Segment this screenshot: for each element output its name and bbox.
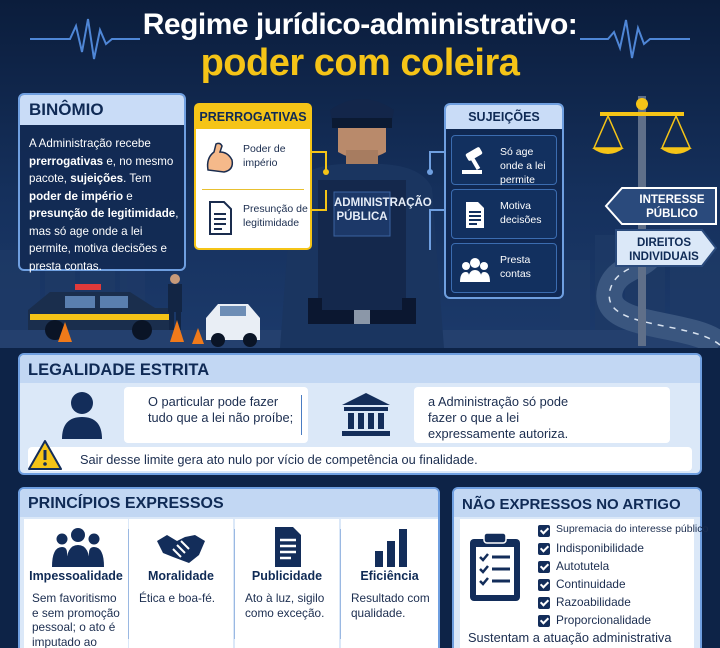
police-scene	[28, 274, 260, 347]
sujeicao-label: Presta contas	[500, 254, 531, 280]
principio-desc: Ética e boa-fé.	[139, 591, 216, 605]
binomio-panel: BINÔMIO A Administração recebe prerrogat…	[18, 93, 186, 273]
person-icon	[62, 392, 102, 439]
checkbox-checked-icon	[538, 561, 550, 573]
clipboard-checklist-icon	[470, 533, 520, 601]
nao-expressos-footer: Sustentam a atuação administrativa	[468, 630, 672, 645]
checkbox-checked-icon	[538, 543, 550, 555]
bar-chart-icon	[375, 529, 407, 567]
hero-banner: Regime jurídico-administrativo: poder co…	[0, 0, 720, 348]
prerrogativa-label: Presunção de legitimidade	[243, 203, 308, 229]
principios-panel: PRINCÍPIOS EXPRESSOS Impessoalidade Sem …	[18, 487, 440, 648]
alert-bar	[28, 447, 692, 471]
page-title-line2: poder com coleira	[200, 42, 520, 84]
alert-text: Sair desse limite gera ato nulo por víci…	[80, 452, 478, 467]
strong-arm-icon	[206, 142, 234, 173]
principio-name: Eficiência	[360, 569, 419, 583]
particular-card: O particular pode fazer tudo que a lei n…	[124, 387, 308, 443]
warning-icon	[28, 440, 62, 470]
group-icon	[52, 528, 104, 567]
sujeicao-label: Motiva decisões	[500, 200, 542, 226]
page-title-line1: Regime jurídico-administrativo:	[142, 8, 578, 41]
legalidade-title: LEGALIDADE ESTRITA	[20, 355, 700, 383]
principio-moralidade: Moralidade Ética e boa-fé.	[129, 519, 233, 648]
government-building-icon	[342, 393, 390, 436]
divider	[234, 529, 235, 639]
checkbox-checked-icon	[538, 579, 550, 591]
connector-lines	[312, 151, 444, 250]
divider	[128, 529, 129, 639]
divider	[301, 395, 302, 435]
sujeicoes-title: SUJEIÇÕES	[446, 105, 562, 129]
principio-name: Impessoalidade	[29, 569, 123, 583]
document-icon	[275, 527, 301, 567]
sujeicao-item: Motiva decisões	[451, 189, 557, 239]
sound-wave-left	[30, 18, 140, 60]
prerrogativas-panel: PRERROGATIVAS Poder de império Presunção…	[194, 103, 312, 250]
checkbox-checked-icon	[538, 615, 550, 627]
prerrogativa-item: Presunção de legitimidade	[199, 193, 308, 245]
handshake-icon	[157, 535, 205, 563]
divider	[202, 189, 304, 190]
principio-desc: Sem favoritismo e sem promoção pessoal; …	[32, 591, 120, 648]
principio-desc: Resultado com qualidade.	[351, 591, 430, 620]
divider	[340, 529, 341, 639]
administracao-text: a Administração só pode fazer o que a le…	[428, 394, 569, 441]
checkbox-checked-icon	[538, 525, 550, 537]
legalidade-panel: LEGALIDADE ESTRITA O particular pode faz…	[18, 353, 702, 475]
principio-name: Publicidade	[251, 569, 323, 583]
prerrogativa-label: Poder de império	[243, 143, 286, 169]
checkbox-checked-icon	[538, 597, 550, 609]
sujeicoes-panel: SUJEIÇÕES Só age onde a lei permite Moti…	[444, 103, 564, 299]
people-icon	[460, 258, 490, 282]
principio-name: Moralidade	[148, 569, 214, 583]
sound-wave-right	[580, 19, 690, 59]
principio-publicidade: Publicidade Ato à luz, sigilo como exceç…	[235, 519, 339, 648]
sujeicao-item: Só age onde a lei permite	[451, 135, 557, 186]
principios-title: PRINCÍPIOS EXPRESSOS	[20, 489, 438, 517]
gavel-icon	[462, 147, 483, 174]
binomio-text: A Administração recebe prerrogativas e, …	[29, 137, 179, 273]
sujeicao-label: Só age onde a lei permite	[500, 146, 546, 186]
sujeicao-item: Presta contas	[451, 243, 557, 293]
document-icon	[466, 202, 484, 228]
prerrogativas-title: PRERROGATIVAS	[196, 105, 310, 129]
principio-impessoalidade: Impessoalidade Sem favoritismo e sem pro…	[24, 519, 128, 648]
sign-direitos-individuais: DIREITOS INDIVIDUAIS	[629, 237, 699, 263]
nao-expressos-title: NÃO EXPRESSOS NO ARTIGO	[454, 489, 700, 517]
prerrogativa-item: Poder de império	[199, 133, 307, 185]
document-icon	[209, 201, 232, 235]
particular-text: O particular pode fazer tudo que a lei n…	[148, 394, 294, 425]
binomio-title: BINÔMIO	[20, 95, 184, 125]
nao-expressos-panel: NÃO EXPRESSOS NO ARTIGO Supremacia do in…	[452, 487, 708, 648]
sign-interesse-publico: INTERESSE PÚBLICO	[639, 194, 705, 220]
principio-eficiencia: Eficiência Resultado com qualidade.	[341, 519, 438, 648]
principio-desc: Ato à luz, sigilo como exceção.	[245, 591, 325, 620]
administracao-card: a Administração só pode fazer o que a le…	[414, 387, 670, 443]
justice-scale-signpost	[592, 96, 718, 346]
